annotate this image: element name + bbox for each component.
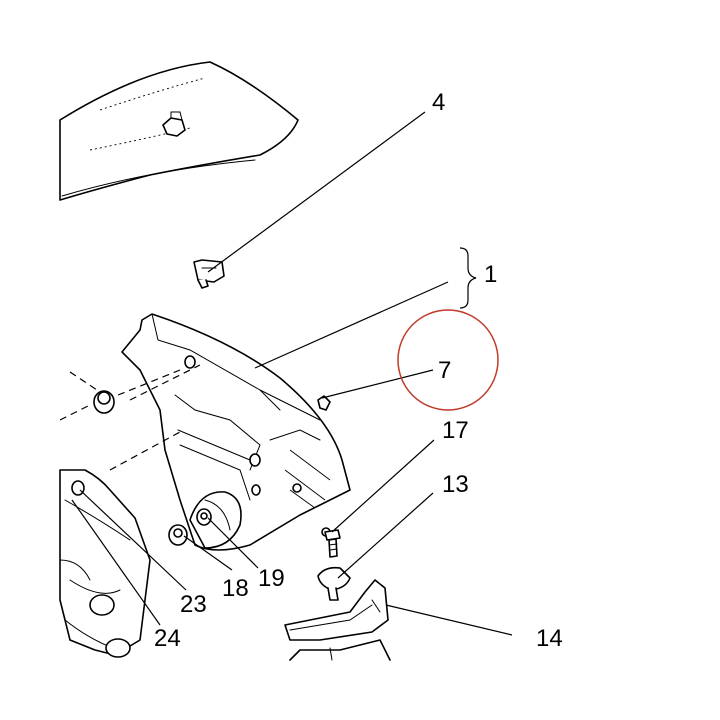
part-17-screw — [324, 529, 341, 558]
callout-18: 18 — [222, 575, 249, 602]
callout-4: 4 — [432, 89, 445, 116]
callout-13: 13 — [442, 471, 469, 498]
part-1-bracket — [121, 313, 351, 551]
callout-23: 23 — [180, 591, 207, 618]
callout-17: 17 — [442, 417, 469, 444]
grommet — [93, 390, 115, 414]
part-7-clip — [317, 395, 331, 411]
part-18-bolt — [168, 524, 188, 546]
part-19-washer — [196, 508, 212, 526]
callout-7: 7 — [438, 357, 451, 384]
frame-assembly — [59, 469, 151, 658]
highlight-circle — [397, 309, 499, 411]
leader-lines — [71, 111, 513, 636]
part-13-pad — [317, 566, 351, 601]
part-14-footrest — [284, 579, 391, 661]
upper-cover-panel — [59, 61, 299, 201]
callout-1: 1 — [484, 261, 497, 288]
callout-14: 14 — [536, 625, 563, 652]
callout-24: 24 — [154, 625, 181, 652]
brace-symbol — [459, 247, 477, 309]
assembly-lines — [59, 364, 201, 471]
callout-19: 19 — [258, 565, 285, 592]
